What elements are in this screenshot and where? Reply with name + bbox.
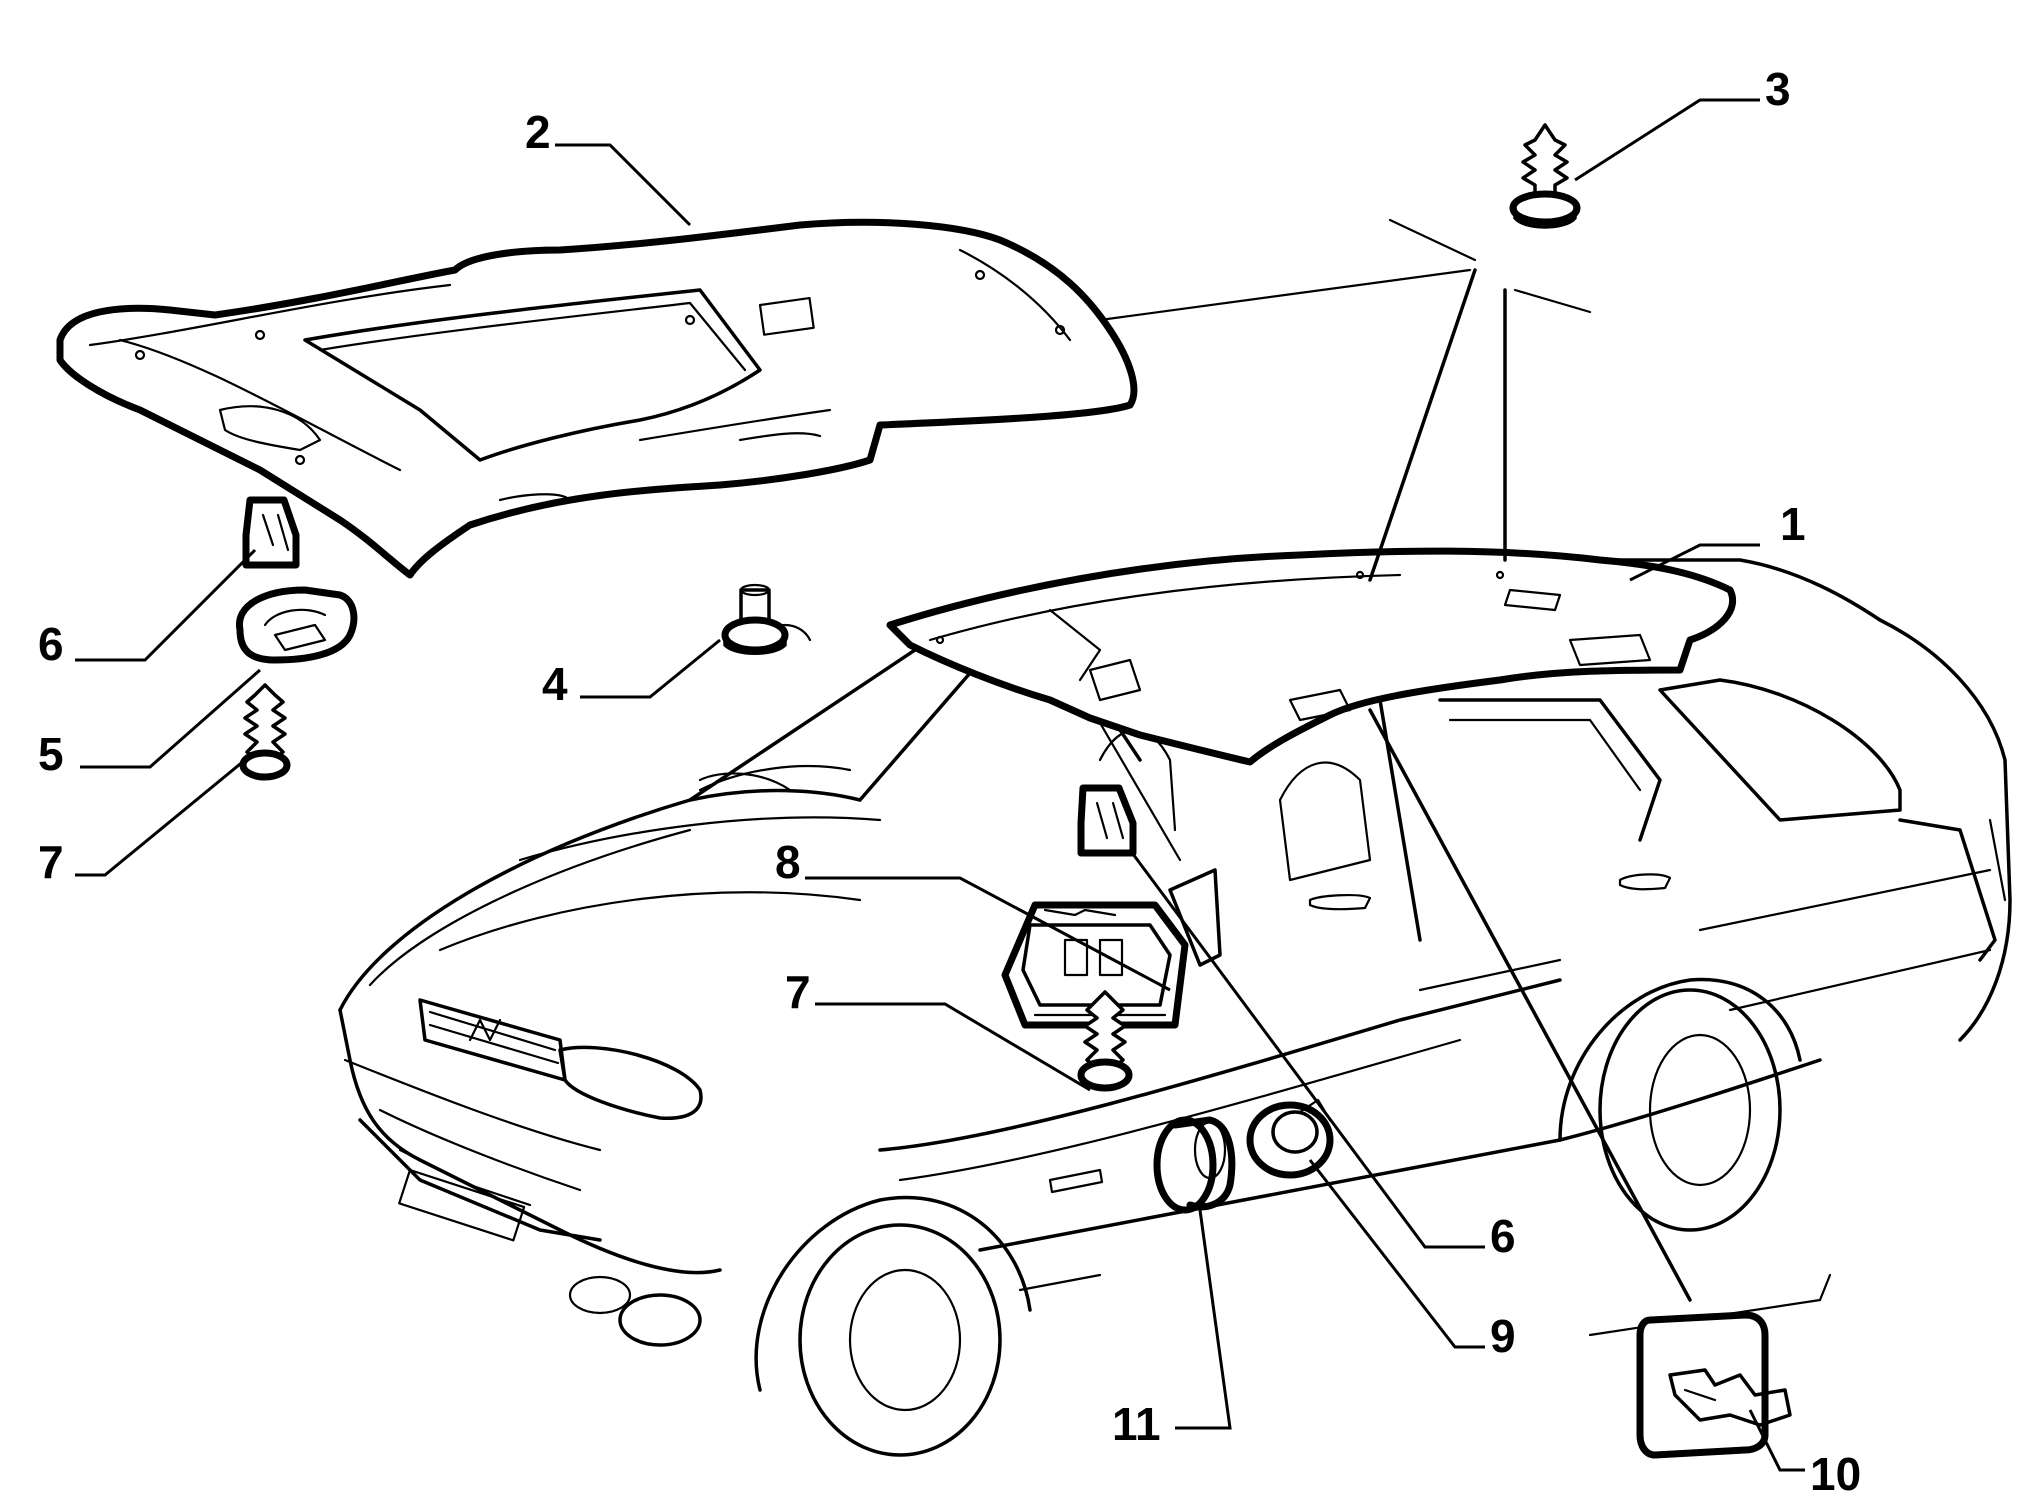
grommet-part-11 [1153,1116,1236,1214]
clip-part-6-right [1077,784,1137,857]
callout-7-center: 7 [785,966,811,1018]
screw-part-7-left [239,683,291,781]
callout-6-right: 6 [1490,1210,1516,1262]
clip-part-6-left [242,496,300,569]
screw-part-3 [1509,123,1581,229]
callout-7-left: 7 [38,836,64,888]
bracket-part-5 [236,586,358,664]
car-body-outline [338,558,2012,1457]
bracket-part-10 [1636,1311,1792,1459]
buffer-part-9 [1246,1098,1334,1179]
headliner-part-1-on-car [886,547,1737,766]
dome-lamp-part-8 [1001,901,1189,1029]
callout-labels: 1 2 3 4 5 6 6 7 7 8 9 10 11 [38,63,1861,1492]
callout-1: 1 [1780,498,1806,550]
callout-10: 10 [1810,1448,1861,1492]
callout-11: 11 [1112,1398,1161,1450]
screw-part-7-center [1077,990,1133,1092]
callout-5: 5 [38,728,64,780]
callout-6-left: 6 [38,618,64,670]
clip-part-4 [721,583,789,655]
callout-9: 9 [1490,1310,1516,1362]
callout-3: 3 [1765,63,1791,115]
leader-lines [75,98,1805,1472]
callout-2: 2 [525,106,551,158]
headliner-part-2 [56,218,1138,579]
callout-8: 8 [775,836,801,888]
callout-4: 4 [542,658,568,710]
